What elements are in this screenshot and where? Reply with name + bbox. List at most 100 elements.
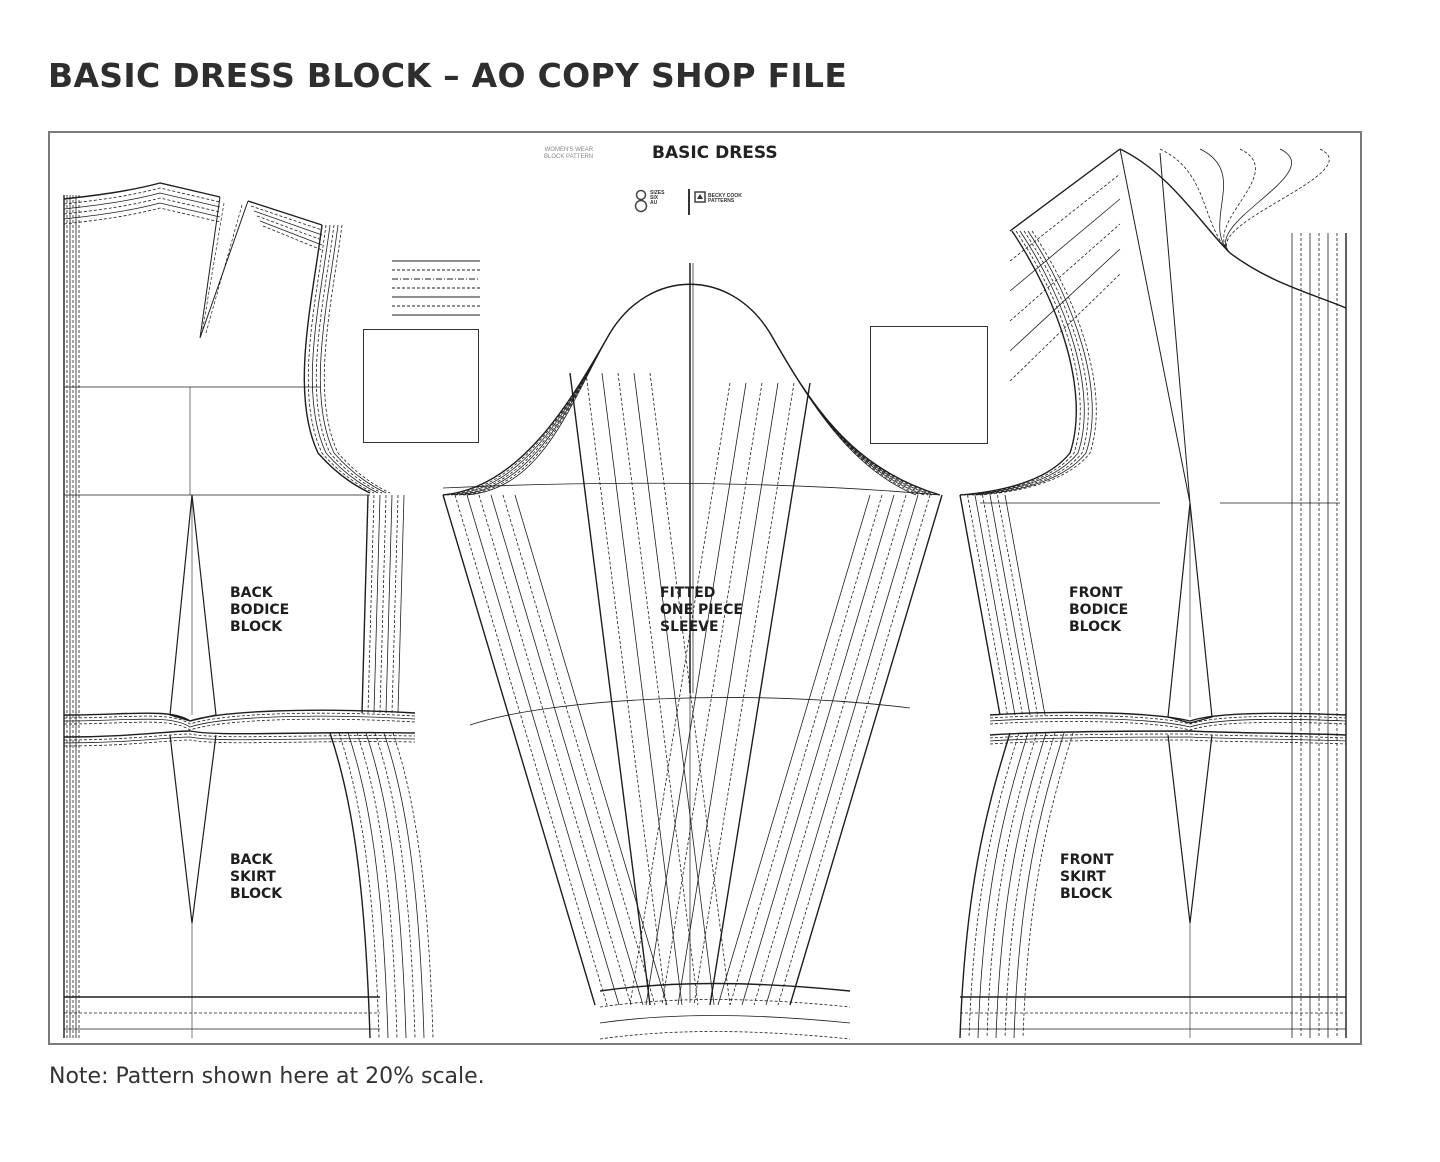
front-armhole-line xyxy=(967,230,1085,496)
sleeve-back-seam xyxy=(717,494,871,1006)
back-armhole-line xyxy=(319,224,387,494)
sleeve-front-seam xyxy=(466,494,620,1006)
front-skirt-waist-line xyxy=(989,733,1347,739)
sleeve-back-seam xyxy=(765,494,919,1006)
front-skirt-waist-line xyxy=(989,739,1347,745)
sleeve-back-seam xyxy=(777,494,931,1006)
back-skirt-side-seam xyxy=(365,732,407,1039)
front-skirt-side-seam xyxy=(968,732,1020,1039)
pattern-drawing xyxy=(63,148,1347,1040)
sleeve-front-line xyxy=(633,372,715,1006)
back-skirt-label: BACK SKIRT BLOCK xyxy=(230,852,283,902)
front-skirt-side-seam xyxy=(959,732,1011,1039)
front-waist-line xyxy=(989,715,1347,725)
front-skirt-waist-line xyxy=(989,736,1347,742)
back-shoulder-dart xyxy=(205,204,243,334)
pattern-sheet: WOMEN'S WEAR BLOCK PATTERN BASIC DRESS S… xyxy=(48,131,1362,1045)
back-side-seam xyxy=(373,494,381,714)
scale-check-box-right xyxy=(870,326,988,444)
brand-logo: BECKY COOK PATTERNS xyxy=(688,189,752,215)
sleeve-back-line xyxy=(629,382,731,1006)
back-side-seam xyxy=(397,494,405,714)
sleeve-back-line xyxy=(645,382,747,1006)
sleeve-bicep-line xyxy=(442,482,941,496)
back-side-seam xyxy=(361,494,369,714)
sleeve-elbow-line xyxy=(469,697,911,726)
front-armhole-line xyxy=(979,230,1097,496)
scale-note: Note: Pattern shown here at 20% scale. xyxy=(49,1064,485,1089)
back-armhole-line xyxy=(307,224,375,494)
front-side-seam xyxy=(1004,494,1046,716)
back-skirt-waist-line xyxy=(63,733,416,741)
page-title: BASIC DRESS BLOCK – AO COPY SHOP FILE xyxy=(48,56,848,95)
front-shoulder-line xyxy=(1009,223,1121,322)
front-side-seam xyxy=(967,494,1008,716)
front-skirt-label: FRONT SKIRT BLOCK xyxy=(1060,852,1114,902)
sleeve-back-line xyxy=(661,382,763,1006)
back-waist-line xyxy=(63,712,416,725)
sheet-subtitle: WOMEN'S WEAR BLOCK PATTERN xyxy=(544,147,594,160)
sleeve-back-line xyxy=(677,382,779,1006)
sleeve-hem-line xyxy=(599,1015,851,1024)
back-skirt-side-seam xyxy=(383,732,425,1039)
sleeve-front-seam xyxy=(454,494,608,1006)
front-skirt-dart xyxy=(1167,734,1213,924)
front-armhole-line xyxy=(975,230,1093,496)
scale-check-box-left xyxy=(363,329,479,443)
brand-logo-text: BECKY COOK PATTERNS xyxy=(708,193,742,204)
back-side-seam xyxy=(385,494,393,714)
back-waist-line xyxy=(63,715,416,728)
back-neck-shoulder-line xyxy=(63,182,221,200)
front-side-seam xyxy=(974,494,1016,716)
front-side-seam xyxy=(997,494,1038,716)
back-side-seam xyxy=(391,494,399,714)
back-skirt-waist-line xyxy=(63,730,416,738)
front-neckline xyxy=(1119,148,1347,309)
front-shoulder-line xyxy=(1009,248,1121,352)
sleeve-cap-line xyxy=(466,283,917,496)
sleeve-front-seam xyxy=(442,494,596,1006)
front-bodice-label: FRONT BODICE BLOCK xyxy=(1069,585,1129,635)
sleeve-cap-line xyxy=(458,283,925,496)
back-neck-shoulder-line xyxy=(63,207,221,225)
front-armhole-line xyxy=(963,230,1081,496)
sleeve-hem-line xyxy=(599,1031,851,1040)
sleeve-front-line xyxy=(585,372,667,1006)
sleeve-back-seam xyxy=(753,494,907,1006)
sleeve-hem-line xyxy=(599,982,851,992)
back-shoulder-line xyxy=(262,225,323,251)
front-shoulder-line xyxy=(1009,148,1121,232)
sleeve-back-line xyxy=(709,382,811,1006)
sleeve-back-line xyxy=(693,382,795,1006)
front-skirt-side-seam xyxy=(977,732,1029,1039)
back-neck-shoulder-line xyxy=(63,187,221,205)
back-armhole-line xyxy=(315,224,383,494)
front-skirt-waist-line xyxy=(989,730,1347,736)
back-armhole-line xyxy=(323,224,391,494)
back-shoulder-dart xyxy=(199,196,249,339)
back-shoulder-line xyxy=(256,215,323,241)
back-shoulder-line xyxy=(247,200,323,226)
sleeve-front-line xyxy=(649,372,731,1006)
back-skirt-side-seam xyxy=(392,732,434,1039)
back-armhole-line xyxy=(303,224,371,494)
sleeve-front-line xyxy=(617,372,699,1006)
back-side-seam xyxy=(367,494,375,714)
front-shoulder-line xyxy=(1009,273,1121,382)
back-bodice-label: BACK BODICE BLOCK xyxy=(230,585,290,635)
front-skirt-side-seam xyxy=(1013,732,1065,1039)
front-side-seam xyxy=(959,494,1001,716)
sleeve-front-seam xyxy=(502,494,656,1006)
back-skirt-side-seam xyxy=(329,732,371,1039)
number-eight-icon xyxy=(634,189,648,213)
front-skirt-side-seam xyxy=(986,732,1038,1039)
sheet-title: BASIC DRESS xyxy=(652,143,778,163)
back-skirt-side-seam xyxy=(356,732,398,1039)
back-neck-shoulder-line xyxy=(63,197,221,215)
back-skirt-waist-line xyxy=(63,736,416,744)
front-skirt-side-seam xyxy=(1022,732,1074,1039)
sleeve-back-seam xyxy=(789,494,943,1006)
front-waist-line xyxy=(989,718,1347,728)
sleeve-front-seam xyxy=(478,494,632,1006)
back-skirt-side-seam xyxy=(374,732,416,1039)
